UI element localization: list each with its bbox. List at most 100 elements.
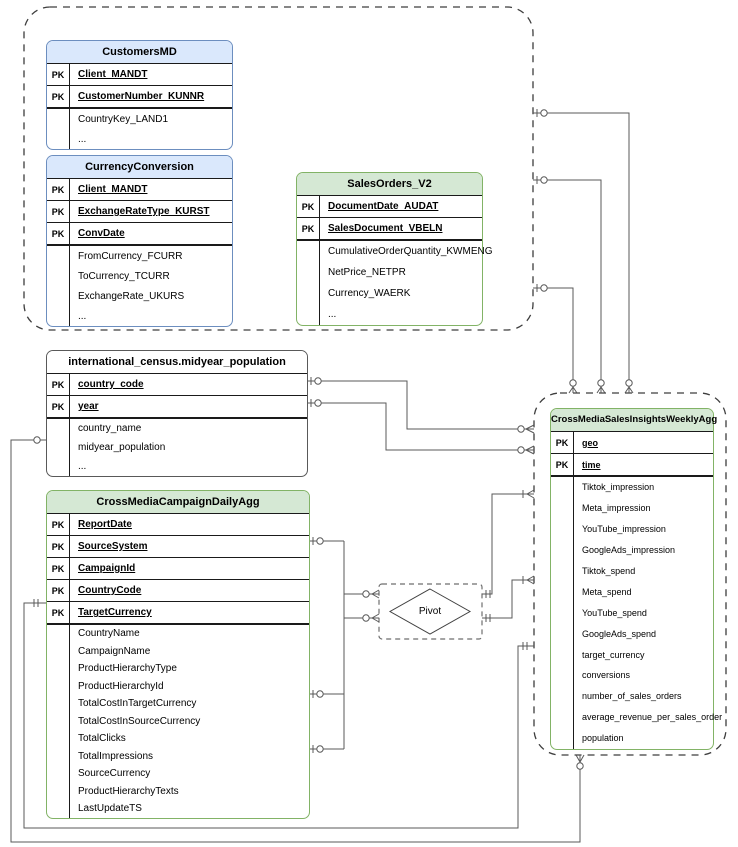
connector-pivot-weekly-1[interactable] (482, 489, 535, 598)
table-row: ... (47, 457, 307, 476)
key-cell-empty (551, 518, 574, 540)
table-title: CrossMediaCampaignDailyAgg (47, 491, 309, 514)
pk-badge: PK (47, 536, 70, 557)
zero-circle-icon (517, 425, 525, 433)
zero-circle-icon (316, 690, 324, 698)
field-name: ProductHierarchyTexts (78, 785, 179, 797)
key-cell-empty (47, 730, 70, 748)
pk-badge: PK (551, 432, 574, 453)
key-cell-empty (47, 109, 70, 129)
field-name: population (582, 733, 624, 744)
key-cell-empty (47, 306, 70, 326)
connector-pivot-weekly-2[interactable] (482, 575, 535, 622)
pk-badge: PK (47, 374, 70, 395)
key-cell-empty (47, 677, 70, 695)
pk-field-name: geo (582, 437, 599, 448)
field-name: ProductHierarchyId (78, 680, 164, 692)
pivot-group-box[interactable] (378, 583, 483, 640)
connector-campaign-pivot[interactable] (310, 537, 380, 753)
key-cell-empty (47, 660, 70, 678)
pivot-diamond-shape[interactable] (388, 588, 472, 635)
table-title: CrossMediaSalesInsightsWeeklyAgg (551, 409, 717, 432)
table-row: CampaignName (47, 642, 309, 660)
table-row: average_revenue_per_sales_order (551, 706, 722, 728)
pk-field-name: TargetCurrency (78, 607, 152, 618)
zero-circle-icon (517, 446, 525, 454)
table-row: ExchangeRate_UKURS (47, 286, 232, 306)
field-name: FromCurrency_FCURR (78, 250, 183, 262)
connector-countrycode-weekly[interactable] (308, 377, 535, 434)
zero-circle-icon (33, 436, 41, 444)
zero-circle-icon (576, 762, 584, 770)
zero-circle-icon (569, 379, 577, 387)
field-name: CountryName (78, 628, 140, 640)
field-name: SourceCurrency (78, 768, 151, 780)
pk-field-name: CampaignId (78, 563, 136, 574)
one-one-ticks-icon (33, 599, 39, 607)
zero-circle-icon (362, 614, 370, 622)
pk-badge: PK (47, 64, 70, 85)
pk-badge: PK (297, 196, 320, 217)
connector-year-weekly[interactable] (308, 399, 535, 455)
key-cell-empty (47, 782, 70, 800)
field-name: midyear_population (78, 442, 166, 453)
crowfoot-many-icon (624, 386, 634, 394)
connector-sap-group-weekly-2[interactable] (533, 176, 606, 394)
field-name: Tiktok_spend (582, 566, 636, 576)
table-row: population (551, 727, 713, 749)
table-row: CountryKey_LAND1 (47, 109, 232, 129)
field-name: Meta_impression (582, 503, 651, 514)
field-name: country_name (78, 423, 142, 434)
pk-badge: PK (551, 454, 574, 475)
key-cell-empty (551, 727, 574, 749)
crowfoot-many-icon (568, 386, 578, 394)
pk-badge: PK (47, 86, 70, 107)
pk-badge: PK (47, 514, 70, 535)
pk-field-name: ConvDate (78, 228, 125, 239)
table-row: midyear_population (47, 438, 307, 457)
key-cell-empty (47, 712, 70, 730)
one-one-ticks-icon (485, 590, 491, 598)
field-name: ToCurrency_TCURR (78, 270, 170, 282)
table-row: conversions (551, 665, 713, 686)
key-cell-empty (47, 129, 70, 149)
table-row: target_currency (551, 644, 713, 666)
connector-midyear-population-weekly[interactable] (10, 436, 585, 843)
key-cell-empty (551, 497, 574, 519)
key-cell-empty (47, 765, 70, 783)
pk-badge: PK (47, 602, 70, 623)
one-one-ticks-icon (522, 642, 528, 650)
connector-sap-group-weekly-1[interactable] (533, 109, 634, 394)
pk-badge: PK (47, 223, 70, 244)
crowfoot-many-icon (575, 754, 585, 763)
table-row: ProductHierarchyId (47, 677, 309, 695)
connector-targetcurrency-weekly[interactable] (23, 599, 534, 829)
key-cell-empty (551, 706, 574, 728)
zero-circle-icon (314, 399, 322, 407)
key-cell-empty (47, 286, 70, 306)
table-row: ProductHierarchyType (47, 660, 309, 678)
pk-field-name: DocumentDate_AUDAT (328, 201, 439, 212)
connector-sap-group-weekly-3[interactable] (533, 284, 578, 394)
table-row: ... (47, 129, 232, 149)
key-cell-empty (551, 685, 574, 707)
weekly-agg-group-box[interactable] (533, 392, 727, 756)
crowfoot-many-icon (596, 386, 606, 394)
table-row: CountryName (47, 625, 309, 643)
table-row: LastUpdateTS (47, 800, 309, 818)
field-name: LastUpdateTS (78, 803, 142, 815)
pk-badge: PK (297, 218, 320, 239)
table-title: SalesOrders_V2 (297, 173, 482, 196)
